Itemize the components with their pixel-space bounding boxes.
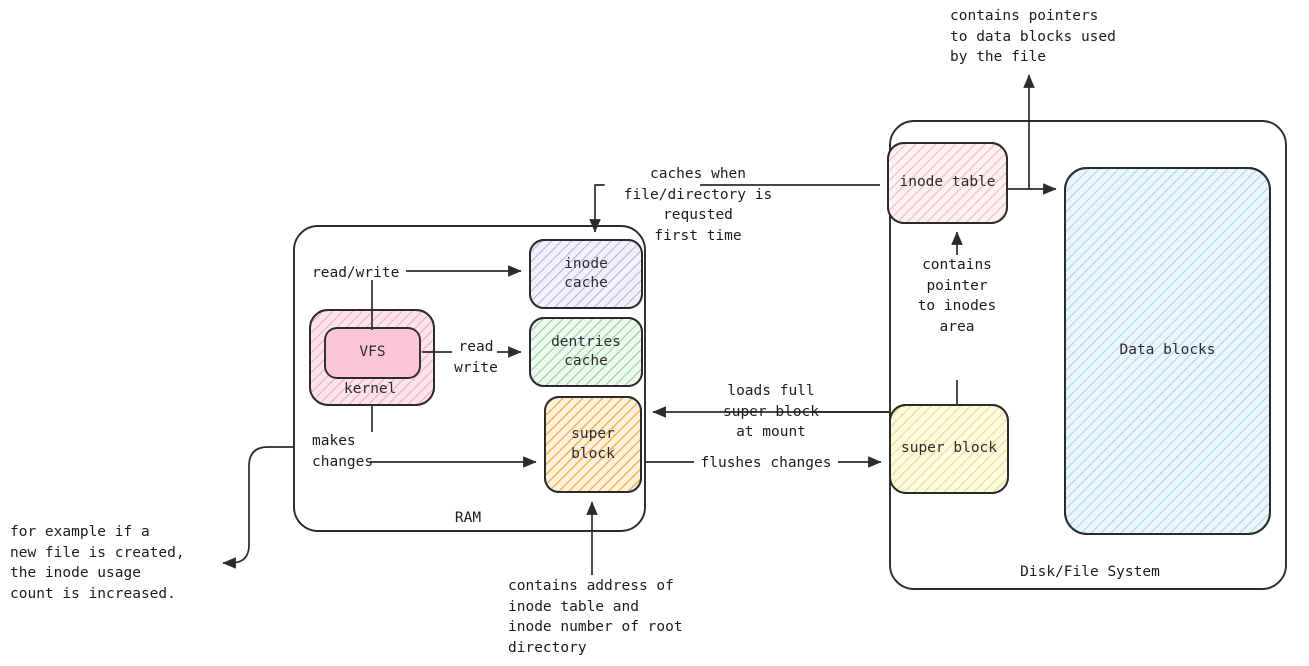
node-inode-cache: inode cache: [530, 240, 642, 308]
edge-label-read-write-dentries: read write: [454, 339, 498, 376]
node-kernel: kernel: [310, 310, 434, 405]
edge-label-contains-address: contains address of inode table and inod…: [508, 578, 683, 656]
vfs-label: VFS: [359, 344, 386, 361]
ram-super-block-label: super block: [571, 426, 615, 462]
edge-label-contains-pointers: contains pointers to data blocks used by…: [950, 8, 1116, 66]
edge-label-loads-full-super-block: loads full super block at mount: [722, 383, 820, 441]
ram-container-label: RAM: [454, 510, 482, 526]
inode-table-label: inode table: [899, 174, 996, 191]
disk-super-block-label: super block: [900, 440, 998, 457]
inode-cache-label: inode cache: [564, 255, 608, 291]
edge-label-flushes-changes: flushes changes: [700, 455, 832, 471]
edge-label-contains-pointer-inodes: contains pointer to inodes area: [917, 257, 997, 335]
edge-label-read-write-inode: read/write: [312, 265, 400, 281]
data-blocks-label: Data blocks: [1119, 342, 1216, 359]
edge-label-makes-changes: makes changes: [312, 433, 374, 470]
edge-for-example: [222, 446, 294, 569]
disk-container-label: Disk/File System: [1020, 564, 1160, 580]
node-inode-table: inode table: [888, 143, 1007, 223]
edge-label-for-example: for example if a new file is created, th…: [10, 524, 185, 602]
kernel-label: kernel: [344, 380, 397, 397]
node-data-blocks: Data blocks: [1065, 168, 1270, 534]
node-disk-super-block: super block: [890, 405, 1008, 493]
node-vfs: VFS: [325, 328, 420, 378]
node-dentries-cache: dentries cache: [530, 318, 642, 386]
edge-label-caches-when: caches when file/directory is requsted f…: [623, 166, 773, 244]
dentries-cache-label: dentries cache: [551, 333, 621, 369]
node-ram-super-block: super block: [545, 397, 641, 492]
